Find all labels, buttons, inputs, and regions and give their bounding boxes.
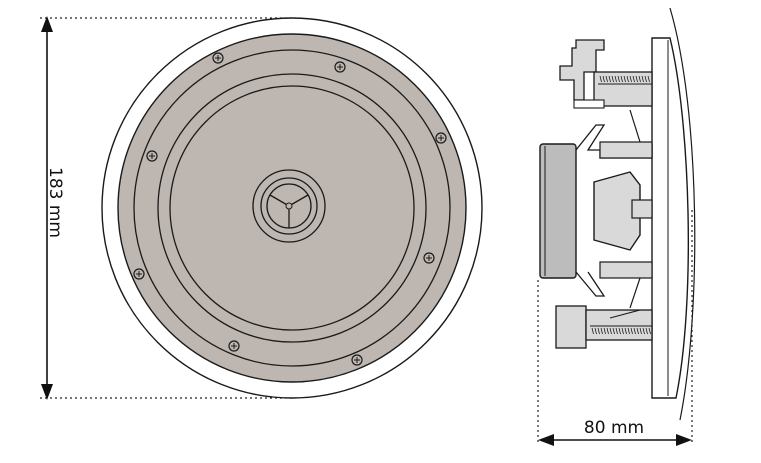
- grille-ring-2: [157, 73, 427, 343]
- screw-icon: [423, 252, 435, 264]
- screw-icon: [351, 354, 363, 366]
- depth-dimension-label: 80 mm: [584, 418, 644, 438]
- screw-icon: [212, 52, 224, 64]
- screw-icon: [228, 340, 240, 352]
- grille-disc: [117, 33, 467, 383]
- screw-icon: [133, 268, 145, 280]
- bottom-mounting-clamp: [555, 305, 653, 349]
- grille-ring-1: [133, 49, 451, 367]
- side-view: 80 mm: [537, 7, 696, 446]
- screw-icon: [146, 150, 158, 162]
- mounting-screws: [133, 52, 447, 366]
- depth-dimension-arrow: [538, 434, 692, 446]
- top-mounting-clamp: [559, 39, 653, 109]
- front-view: 183 mm: [40, 16, 483, 400]
- side-bezel: [651, 37, 689, 399]
- height-dimension-arrow: [41, 16, 53, 400]
- clamp-teeth-bottom: [591, 327, 651, 335]
- magnet: [539, 143, 577, 279]
- clamp-teeth-top: [599, 75, 650, 83]
- tweeter: [252, 169, 326, 243]
- screw-icon: [334, 61, 346, 73]
- height-dimension-label: 183 mm: [45, 167, 65, 238]
- grille-ring-3: [169, 85, 415, 331]
- cone: [593, 171, 641, 251]
- screw-icon: [435, 132, 447, 144]
